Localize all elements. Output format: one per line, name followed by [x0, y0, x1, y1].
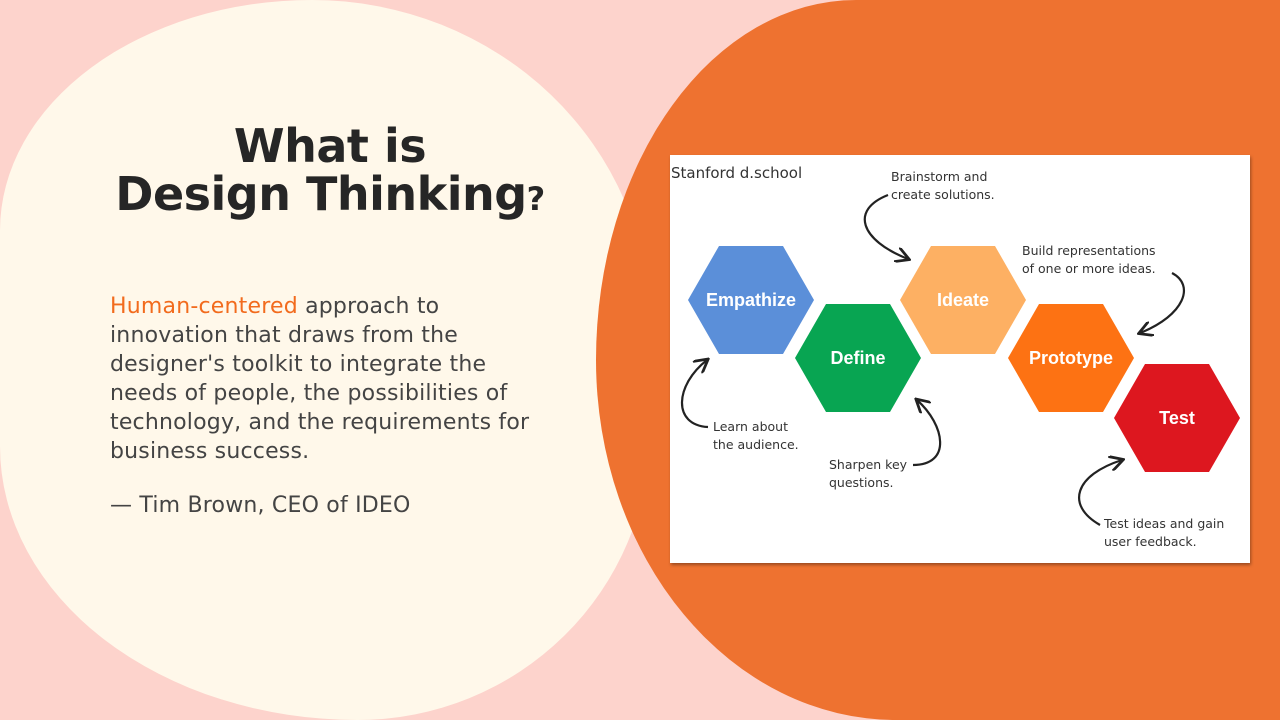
hex-define: Define — [795, 304, 921, 412]
title-line-1: What is — [233, 119, 427, 173]
hex-label: Ideate — [937, 290, 989, 310]
hexagon-shape — [1008, 304, 1134, 412]
hexagon-shape — [795, 304, 921, 412]
hex-label: Define — [830, 348, 885, 368]
hex-ideate: Ideate — [900, 246, 1026, 354]
quote-attribution: — Tim Brown, CEO of IDEO — [110, 493, 411, 518]
slide-title: What is Design Thinking? — [60, 122, 600, 223]
hex-empathize: Empathize — [688, 246, 814, 354]
arrow-ideate — [863, 193, 908, 259]
hex-label: Test — [1159, 408, 1195, 428]
quote-text: Human-centered approach to innovation th… — [110, 292, 550, 466]
quote-body: approach to innovation that draws from t… — [110, 294, 530, 464]
hex-label: Empathize — [706, 290, 796, 310]
hex-test: Test — [1114, 364, 1240, 472]
arrow-define — [912, 400, 942, 467]
hexagon-shape — [1114, 364, 1240, 472]
cream-blob-background — [0, 0, 650, 720]
diagram-source: Stanford d.school — [671, 164, 803, 182]
hex-prototype: Prototype — [1008, 304, 1134, 412]
hex-label: Prototype — [1029, 348, 1113, 368]
hexagon-shape — [900, 246, 1026, 354]
title-line-2: Design Thinking? — [115, 167, 545, 221]
quote-highlight: Human-centered — [110, 294, 298, 319]
arrow-test — [1078, 460, 1122, 526]
hexagon-shape — [688, 246, 814, 354]
arrow-prototype — [1140, 272, 1185, 333]
arrow-empathize — [681, 360, 708, 429]
